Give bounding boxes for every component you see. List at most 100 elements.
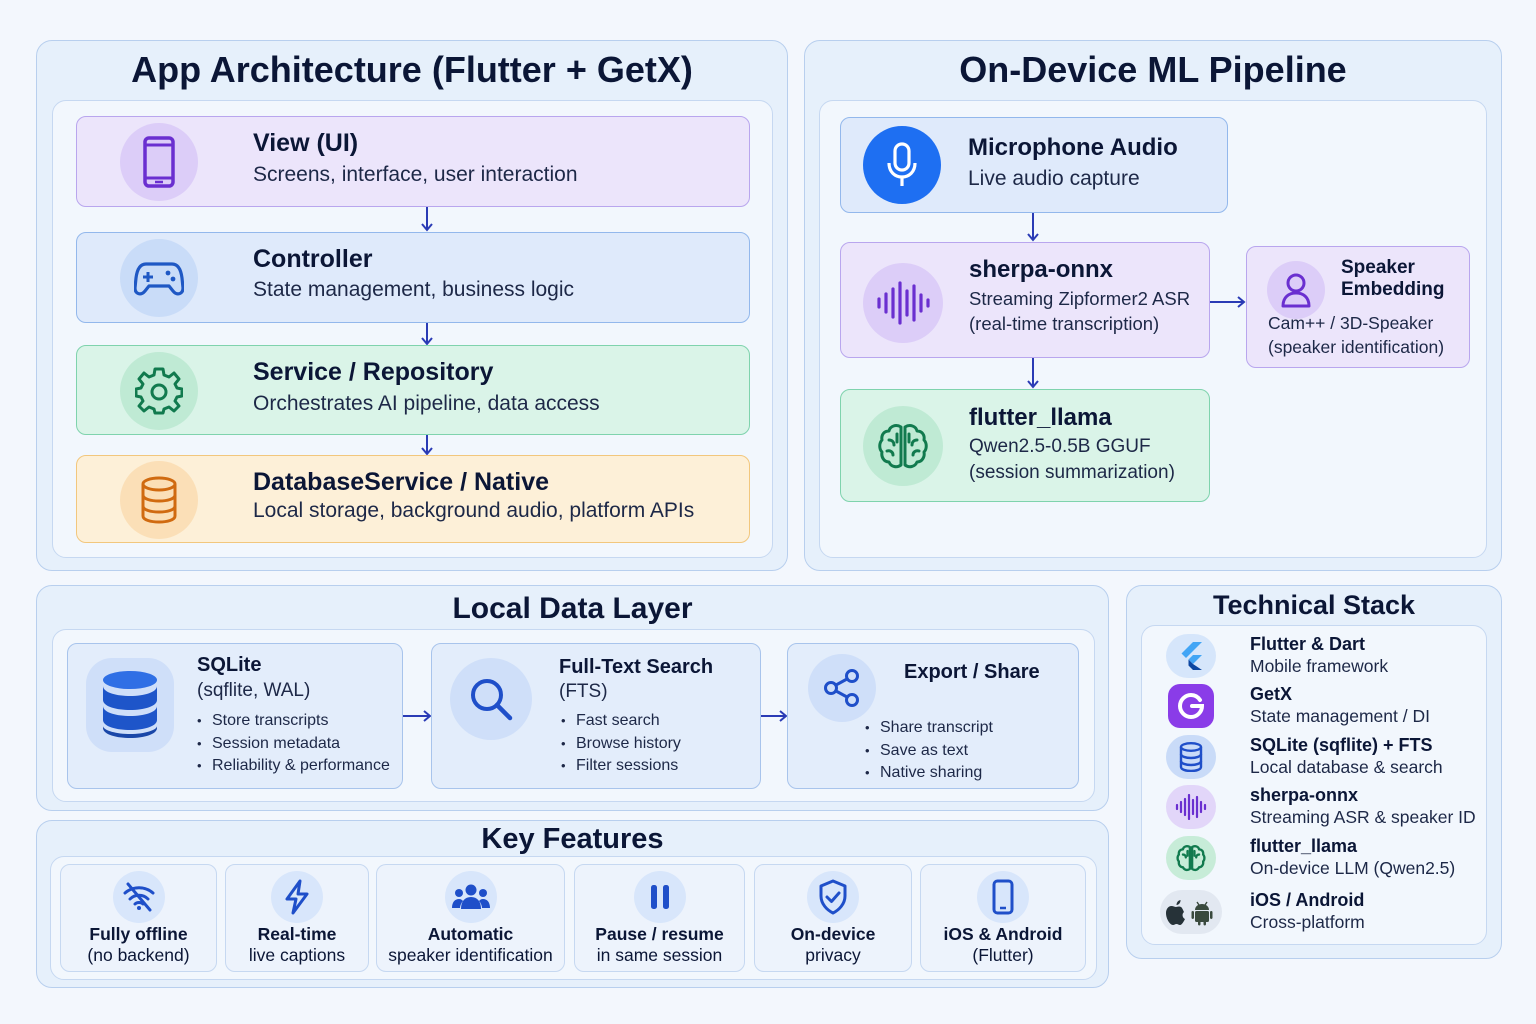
stack-flutter-name: Flutter & Dart — [1250, 634, 1366, 654]
shield-check-icon — [819, 879, 847, 915]
bullet-item: Reliability & performance — [197, 755, 390, 778]
llama-box: flutter_llama Qwen2.5-0.5B GGUF (session… — [840, 389, 1210, 502]
fts-bullets: Fast search Browse history Filter sessio… — [561, 710, 681, 778]
stack-sqlite-name: SQLite (sqflite) + FTS — [1250, 735, 1433, 755]
stack-item-platforms: iOS / Android Cross-platform — [1160, 890, 1482, 938]
user-icon — [1281, 273, 1311, 308]
bullet-item: Filter sessions — [561, 755, 681, 778]
feature-speaker-icon-circle — [444, 871, 497, 923]
bullet-item: Store transcripts — [197, 710, 390, 733]
feature-pause-icon-circle — [633, 871, 686, 923]
bullet-item: Fast search — [561, 710, 681, 733]
layer-view-sub: Screens, interface, user interaction — [253, 163, 578, 186]
feature-offline-icon-circle — [112, 871, 165, 923]
feature-realtime-line2: live captions — [248, 945, 346, 965]
llama-icon-circle — [863, 406, 943, 486]
sqlite-icon-bg — [86, 658, 174, 752]
waveform-icon — [1175, 794, 1207, 820]
feature-pause-line1: Pause / resume — [595, 924, 724, 944]
arrow-sherpa-llama — [1027, 358, 1039, 389]
layer-controller-title: Controller — [253, 245, 373, 273]
arrow-view-controller — [421, 207, 433, 232]
layer-service-icon-circle — [120, 352, 198, 430]
sherpa-line1: Streaming Zipformer2 ASR — [969, 288, 1191, 309]
mic-box: Microphone Audio Live audio capture — [840, 117, 1228, 213]
bullet-item: Save as text — [865, 740, 993, 763]
layer-service: Service / Repository Orchestrates AI pip… — [76, 345, 750, 435]
feature-platforms-line2: (Flutter) — [972, 945, 1034, 965]
gear-icon — [135, 367, 183, 415]
sqlite-bullets: Store transcripts Session metadata Relia… — [197, 710, 390, 778]
layer-database-icon-circle — [120, 461, 198, 539]
speaker-title-2: Embedding — [1341, 279, 1445, 300]
layer-view-icon-circle — [120, 123, 198, 201]
pause-icon — [650, 885, 669, 909]
brain-icon — [1176, 845, 1206, 872]
feature-platforms-line1: iOS & Android — [943, 924, 1063, 944]
stack-sqlite-desc: Local database & search — [1250, 757, 1443, 777]
stack-item-sqlite: SQLite (sqflite) + FTS Local database & … — [1162, 735, 1482, 783]
stack-platforms-icon-bg — [1160, 890, 1222, 934]
database-icon — [141, 476, 177, 524]
fts-box: Full-Text Search (FTS) Fast search Brows… — [431, 643, 761, 789]
arrow-service-database — [421, 435, 433, 456]
phone-icon — [143, 136, 175, 188]
key-features-title: Key Features — [481, 823, 664, 855]
mic-icon-circle — [863, 126, 941, 204]
stack-item-sherpa: sherpa-onnx Streaming ASR & speaker ID — [1162, 785, 1482, 833]
sqlite-box: SQLite (sqflite, WAL) Store transcripts … — [67, 643, 403, 789]
arrow-mic-sherpa — [1027, 213, 1039, 242]
apple-android-icon — [1166, 900, 1213, 926]
tech-stack-title: Technical Stack — [1212, 590, 1416, 620]
sqlite-sub: (sqflite, WAL) — [197, 680, 311, 701]
feature-platforms-label: iOS & Android(Flutter) — [921, 924, 1085, 966]
feature-offline-label: Fully offline(no backend) — [61, 924, 216, 966]
fts-title: Full-Text Search — [559, 656, 714, 678]
stack-getx-icon-bg — [1168, 684, 1214, 728]
speaker-icon-circle — [1267, 261, 1325, 319]
feature-realtime-line1: Real-time — [257, 924, 337, 944]
ml-pipeline-title: On-Device ML Pipeline — [959, 49, 1347, 90]
mic-sub: Live audio capture — [968, 167, 1140, 190]
lightning-icon — [285, 879, 309, 915]
layer-controller-sub: State management, business logic — [253, 278, 575, 301]
bullet-item: Native sharing — [865, 762, 993, 785]
phone-icon — [992, 879, 1014, 915]
layer-service-title: Service / Repository — [253, 358, 494, 386]
stack-flutter-icon-bg — [1166, 634, 1216, 678]
stack-item-flutter: Flutter & Dart Mobile framework — [1162, 634, 1482, 682]
layer-view: View (UI) Screens, interface, user inter… — [76, 116, 750, 207]
sherpa-line2: (real-time transcription) — [969, 313, 1160, 334]
llama-title: flutter_llama — [969, 404, 1112, 431]
feature-offline: Fully offline(no backend) — [60, 864, 217, 972]
llama-line2: (session summarization) — [969, 462, 1175, 483]
feature-platforms: iOS & Android(Flutter) — [920, 864, 1086, 972]
stack-sherpa-desc: Streaming ASR & speaker ID — [1250, 807, 1476, 827]
feature-privacy-icon-circle — [807, 871, 859, 923]
flutter-icon — [1181, 642, 1202, 670]
stack-llama-icon-bg — [1166, 836, 1216, 880]
sherpa-title: sherpa-onnx — [969, 256, 1114, 283]
feature-speaker-line2: speaker identification — [388, 945, 553, 965]
feature-realtime-icon-circle — [271, 871, 323, 923]
layer-database: DatabaseService / Native Local storage, … — [76, 455, 750, 543]
stack-item-llama: flutter_llama On-device LLM (Qwen2.5) — [1162, 836, 1482, 884]
database-stack-icon — [103, 671, 157, 738]
feature-speaker-line1: Automatic — [427, 924, 514, 944]
microphone-icon — [887, 142, 917, 186]
stack-flutter-desc: Mobile framework — [1250, 656, 1389, 676]
stack-item-getx: GetX State management / DI — [1162, 684, 1482, 732]
layer-database-sub: Local storage, background audio, platfor… — [253, 499, 695, 522]
stack-sherpa-name: sherpa-onnx — [1250, 785, 1359, 805]
fts-icon-circle — [450, 658, 532, 740]
feature-platforms-icon-circle — [977, 871, 1029, 923]
search-icon — [471, 679, 513, 721]
mic-title: Microphone Audio — [968, 134, 1178, 161]
